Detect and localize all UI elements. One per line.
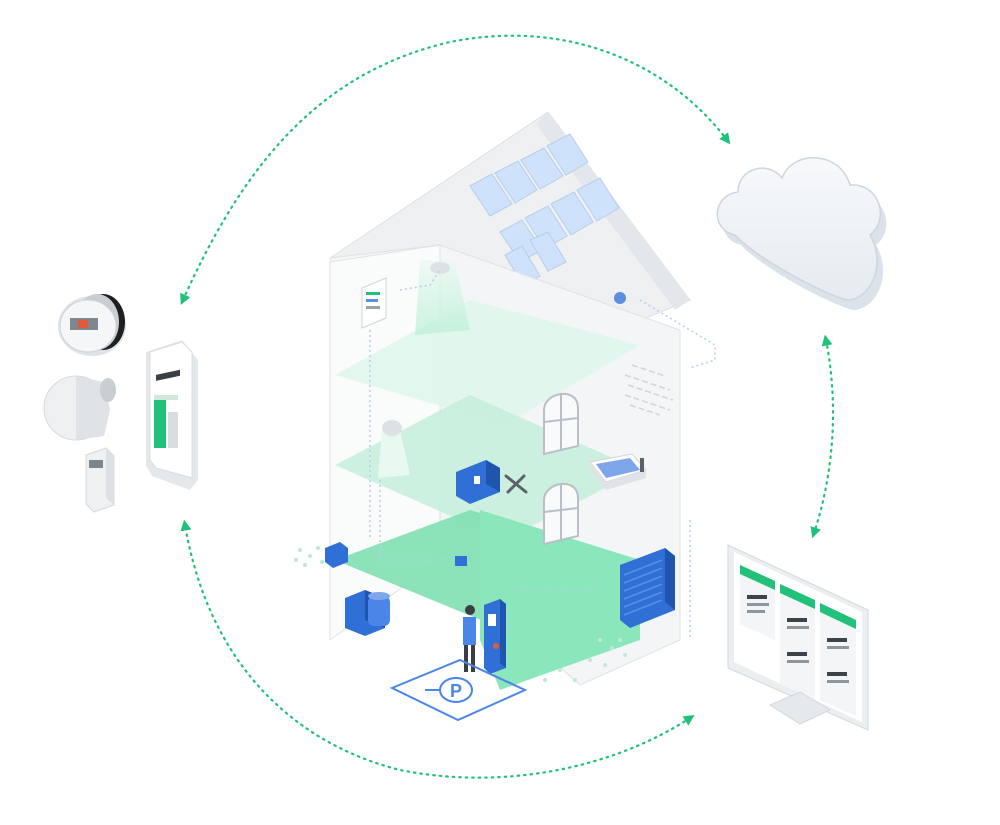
- monitor-dashboard-icon: [727, 544, 869, 731]
- wall-control-panel-icon: [361, 277, 387, 329]
- house-window: [543, 482, 579, 546]
- ev-charger-icon: [484, 599, 506, 674]
- dashboard-panel: [780, 584, 815, 700]
- connection-arcs: [180, 34, 835, 779]
- cloud-icon: [716, 157, 887, 311]
- person-icon: [463, 605, 476, 672]
- floor-slab-top: [335, 300, 640, 425]
- bathtub-icon: [589, 453, 647, 490]
- heating-unit-icon: [456, 460, 500, 504]
- internal-wiring: [369, 269, 716, 640]
- arc-cloud-dashboard: [810, 334, 835, 539]
- roof-sensor-icon: [614, 292, 626, 304]
- brick-texture: [624, 364, 674, 416]
- storage-tanks-icon: [325, 542, 390, 636]
- grass-texture: [294, 546, 627, 682]
- solar-panels: [469, 133, 620, 286]
- room-sensor-icon: [85, 447, 115, 513]
- fan-icon: [504, 474, 528, 494]
- smart-building-icon: P: [294, 111, 716, 722]
- smart-devices: [43, 294, 198, 513]
- arc-devices-cloud: [180, 34, 731, 306]
- parking-sign-letter: P: [450, 681, 462, 701]
- smart-meter-icon: [58, 294, 126, 356]
- parking-spot: P: [389, 658, 528, 722]
- arc-dashboard-devices: [180, 519, 695, 779]
- house-window: [543, 392, 579, 456]
- ventilation-unit-icon: [620, 548, 675, 628]
- smartphone-icon: [146, 340, 198, 490]
- ceiling-lamp-icon: [430, 262, 450, 274]
- meter-box-icon: [455, 556, 467, 566]
- dashboard-panel: [740, 565, 775, 640]
- dashboard-panel: [820, 603, 856, 716]
- thermostat-valve-icon: [43, 375, 116, 441]
